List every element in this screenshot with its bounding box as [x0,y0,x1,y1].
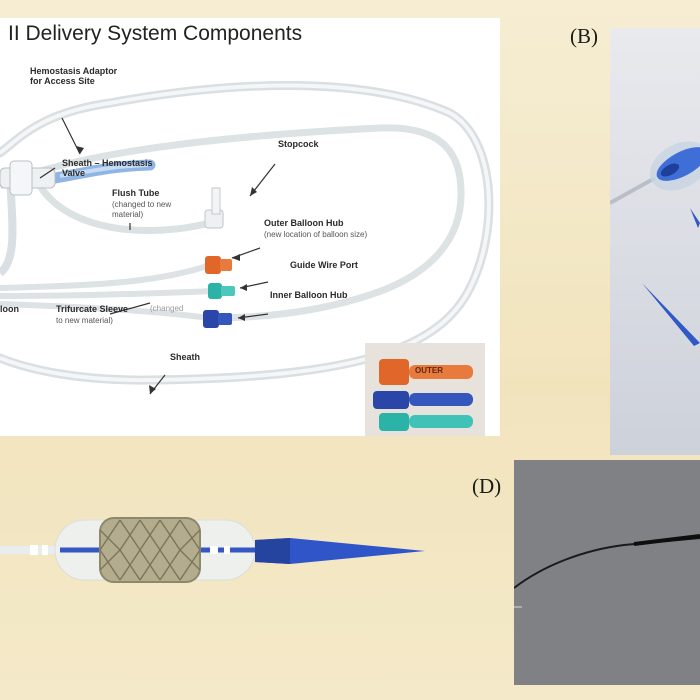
panel-b-balloon-catheter-image [610,28,700,455]
panel-d-fluoroscopy-image [514,460,700,685]
label-trifurcate-sleeve: Trifurcate Sleeve [56,304,129,314]
label-stopcock: Stopcock [278,139,319,149]
label-outer-balloon-hub-note: (new location of balloon size) [264,230,368,239]
label-inner-balloon-hub: Inner Balloon Hub [270,290,348,300]
guide-wire-port-icon [208,283,235,299]
label-hemostasis-adaptor: Hemostasis Adaptor for Access Site [30,66,118,87]
label-balloon-partial: loon [0,304,19,314]
delivery-system-drawing [0,81,494,395]
label-outer-balloon-hub: Outer Balloon Hub [264,218,344,228]
label-sheath: Sheath [170,352,201,362]
label-flush-tube: Flush Tube [112,188,160,198]
inner-balloon-hub-icon [203,310,232,328]
label-trifurcate-sleeve-note-a: (changed [150,304,184,313]
label-flush-tube-note: (changed to new material) [112,200,172,219]
panel-c-stent-on-balloon-image [0,470,440,630]
inset-hub-photo: OUTER [365,343,485,436]
outer-balloon-hub-icon [205,256,232,274]
label-trifurcate-sleeve-note-b: to new material) [56,316,113,325]
panel-d-letter: (D) [472,474,502,498]
label-sheath-hemostasis-valve: Sheath – Hemostasis Valve [62,158,153,179]
label-guide-wire-port: Guide Wire Port [290,260,358,270]
panel-a-title: II Delivery System Components [8,22,303,45]
panel-b-letter: (B) [570,24,598,48]
inset-hub-marking: OUTER [415,366,443,375]
panel-a-delivery-system-components: II Delivery System Components Hemostasis… [0,18,500,436]
